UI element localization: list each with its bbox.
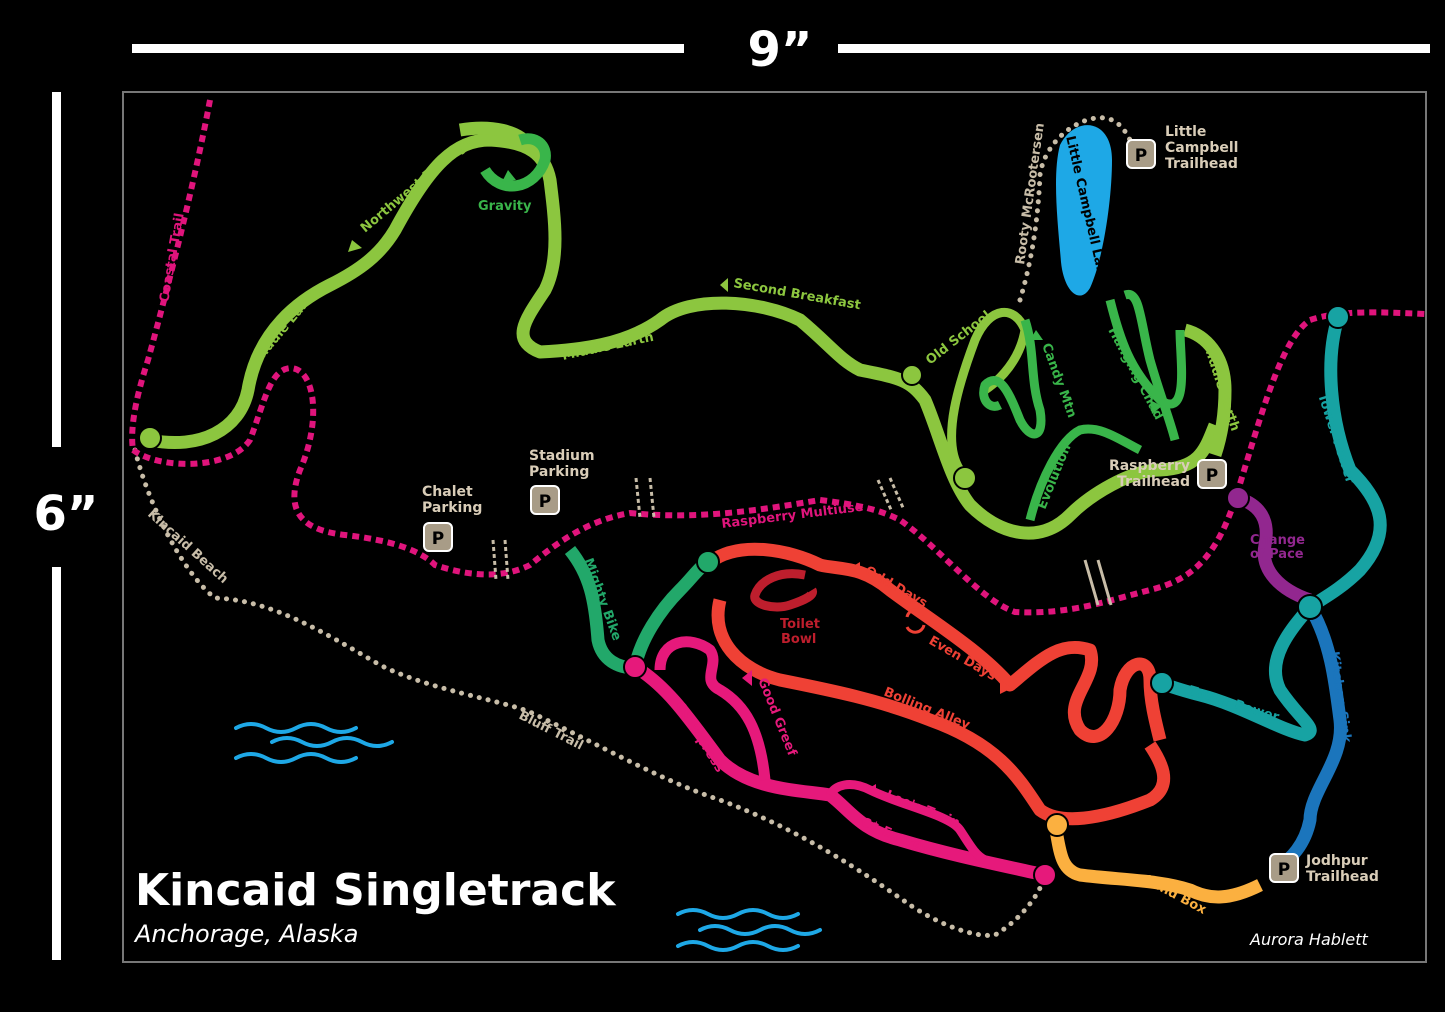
- junction-mighty-bike: [696, 550, 720, 574]
- trail-toilet-bowl: [750, 569, 817, 612]
- width-bar-left: [132, 44, 684, 53]
- artist-signature: Aurora Hablett: [1249, 930, 1368, 949]
- height-bar-top: [52, 92, 61, 447]
- dimension-guides: 9” 6”: [34, 22, 1430, 960]
- trailhead-name-line2: Parking: [529, 464, 589, 480]
- trail-tower-power-north: [1306, 316, 1387, 613]
- parking-icon: [1269, 853, 1299, 883]
- solid-trails: [148, 121, 1387, 904]
- trail-mighty-bike: [564, 545, 636, 675]
- trailhead-name-line1: Stadium: [529, 448, 595, 464]
- parking-icon: [1197, 459, 1227, 489]
- label-toilet-bowl-2: Bowl: [781, 632, 816, 647]
- trailhead-name-line2: Trailhead: [1117, 474, 1190, 490]
- label-toilet-bowl-1: Toilet: [780, 617, 820, 632]
- trail-middle-earth-green: [1105, 298, 1187, 409]
- trail-candy-mtn: [979, 318, 1046, 439]
- junction-cs-express: [623, 655, 647, 679]
- dotted-magenta-trails: [129, 99, 1426, 616]
- trail-good-greef: [654, 636, 771, 781]
- junction-old-school: [901, 364, 923, 386]
- coastal-loop: [131, 309, 1426, 616]
- trail-middle-earth-east: [1183, 323, 1232, 458]
- junctions: [138, 305, 1350, 887]
- trailhead-stadium[interactable]: P Stadium Parking: [529, 448, 595, 515]
- map-subtitle: Anchorage, Alaska: [133, 920, 358, 948]
- junction-change-of-pace: [1226, 486, 1250, 510]
- alternating-days-icon: [905, 608, 926, 634]
- trailhead-name-line1: Chalet: [422, 484, 473, 500]
- trail-old-school: [947, 308, 1030, 473]
- parking-icon: [530, 485, 560, 515]
- trail-evolution: [1025, 424, 1143, 522]
- parking-symbol: P: [539, 492, 551, 512]
- crossings: [491, 477, 1113, 606]
- trailhead-name-line1: Jodhpur: [1305, 853, 1368, 869]
- trailhead-chalet[interactable]: P Chalet Parking: [422, 484, 482, 552]
- parking-symbol: P: [432, 529, 444, 549]
- trailhead-jodhpur[interactable]: P Jodhpur Trailhead: [1269, 853, 1379, 885]
- trailhead-name-line2: Campbell: [1165, 140, 1238, 156]
- height-bar-bottom: [52, 567, 61, 960]
- arrow-second-breakfast: [720, 278, 728, 292]
- width-label: 9”: [748, 22, 813, 78]
- arrow-candy-mtn: [1030, 330, 1043, 340]
- arrow-odd-days: [850, 562, 860, 575]
- trail-sand-box: [1048, 823, 1263, 904]
- label-change-of-pace-1: Change: [1250, 533, 1305, 548]
- junction-tower-power: [1150, 671, 1174, 695]
- parking-symbol: P: [1278, 860, 1290, 880]
- trail-cs-express: [636, 664, 1047, 882]
- little-campbell-lake: Little Campbell Lake: [1056, 125, 1112, 296]
- arrow-hanging-chad: [1150, 400, 1162, 414]
- rooty-mcrootersen-trail: [1017, 115, 1133, 303]
- junction-evolution: [953, 466, 977, 490]
- trail-middle-earth-north: [148, 133, 1222, 540]
- trail-tower-power-south: [1158, 602, 1317, 742]
- width-bar-right: [838, 44, 1430, 53]
- map-frame: [122, 91, 1427, 963]
- trailhead-little-campbell[interactable]: P Little Campbell Trailhead: [1126, 124, 1238, 172]
- arrow-even-days: [1000, 680, 1012, 694]
- water-waves: [234, 722, 822, 952]
- trail-change-of-pace: [1235, 491, 1313, 607]
- parking-icon: [1126, 139, 1156, 169]
- trailhead-name-line3: Trailhead: [1165, 156, 1238, 172]
- coastal-trail: [129, 99, 213, 451]
- trailhead-name-line1: Raspberry: [1109, 458, 1190, 474]
- junction-sand-box: [1045, 813, 1069, 837]
- trailhead-name-line1: Little: [1165, 124, 1206, 140]
- junction-kitchen-sink: [1297, 594, 1323, 620]
- trail-gravity: [480, 133, 551, 192]
- label-gravity: Gravity: [478, 199, 532, 214]
- parking-symbol: P: [1206, 466, 1218, 486]
- dotted-tan-trails: [132, 115, 1133, 938]
- junction-tower-top: [1326, 305, 1350, 329]
- arrow-gravity: [502, 170, 516, 182]
- map-title: Kincaid Singletrack: [135, 865, 617, 916]
- trail-hanging-chad: [1123, 290, 1180, 442]
- kincaid-beach-bluff-trail: [132, 447, 1048, 938]
- parking-icon: [423, 522, 453, 552]
- trailheads: P Little Campbell Trailhead P Raspberry …: [422, 124, 1379, 885]
- arrow-northwest-passage: [348, 240, 362, 252]
- arrow-good-greef: [742, 670, 752, 686]
- trailhead-raspberry[interactable]: P Raspberry Trailhead: [1109, 458, 1227, 490]
- trailhead-name-line2: Trailhead: [1306, 869, 1379, 885]
- trail-kitchen-sink: [1276, 603, 1347, 871]
- label-change-of-pace-2: of Pace: [1250, 547, 1304, 562]
- junction-lees-train: [1033, 863, 1057, 887]
- trail-odd-even-days: [706, 542, 1167, 743]
- direction-arrows: [348, 170, 1162, 797]
- height-label: 6”: [34, 486, 99, 542]
- trail-bolling-alley: [711, 598, 1171, 826]
- junction-coastal: [138, 426, 162, 450]
- trail-lees-train: [825, 780, 988, 865]
- arrow-lees-train: [866, 784, 876, 797]
- parking-symbol: P: [1135, 146, 1147, 166]
- trailhead-name-line2: Parking: [422, 500, 482, 516]
